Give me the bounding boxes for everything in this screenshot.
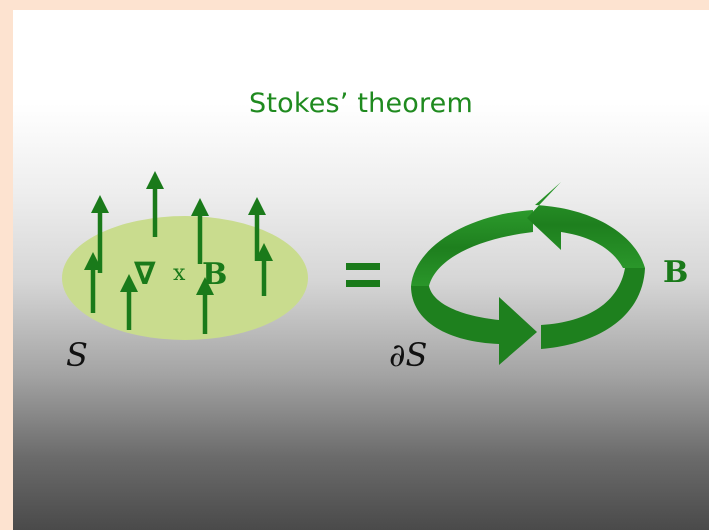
loop-arc-lower bbox=[541, 268, 645, 349]
surface-label: S bbox=[66, 336, 88, 374]
boundary-label: ∂S bbox=[389, 336, 427, 374]
stokes-diagram: ∇ x B S B ∂S bbox=[13, 10, 709, 530]
equals-sign bbox=[346, 263, 380, 287]
cross-symbol: x bbox=[173, 261, 186, 286]
loop-arrowhead-lower bbox=[411, 286, 537, 365]
loop-arrowhead-upper bbox=[527, 182, 645, 268]
surface-field-label: B bbox=[202, 257, 227, 292]
boundary-field-label: B bbox=[663, 255, 688, 290]
boundary-loop bbox=[411, 182, 645, 365]
slide: Stokes’ theorem ∇ x B bbox=[13, 10, 709, 530]
nabla-symbol: ∇ bbox=[134, 256, 156, 292]
loop-arc-upper bbox=[411, 210, 533, 286]
